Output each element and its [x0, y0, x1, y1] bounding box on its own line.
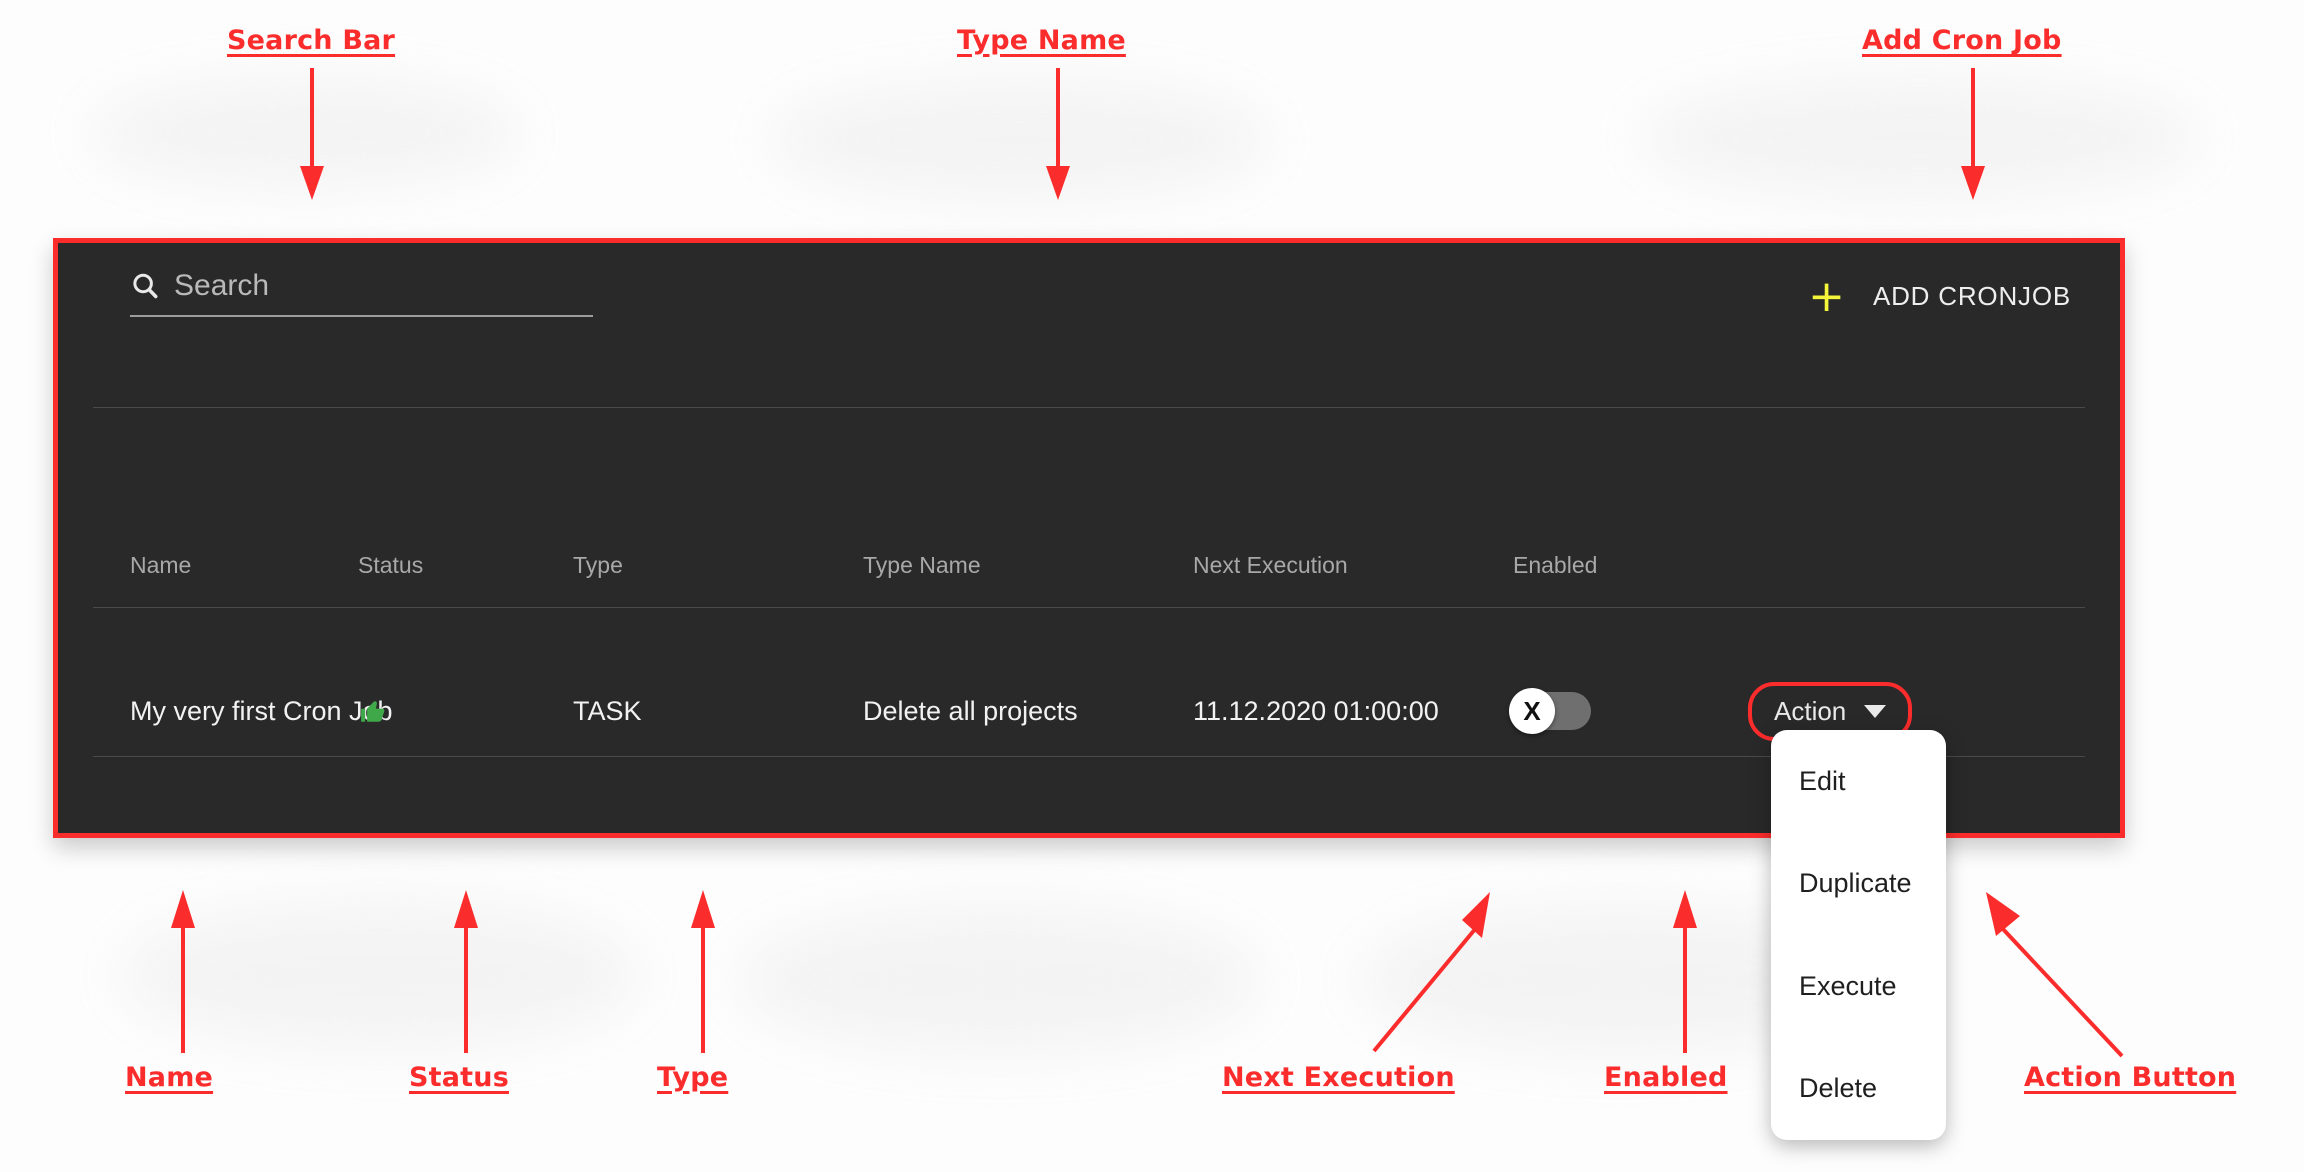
- column-header-label: Type Name: [863, 551, 981, 578]
- background-blob: [90, 78, 520, 188]
- annotation-arrow-type: [691, 890, 715, 1053]
- action-dropdown-menu[interactable]: Edit Duplicate Execute Delete: [1771, 730, 1946, 1140]
- column-header-type-name: Type Name: [863, 552, 1193, 579]
- column-header-label: Status: [358, 551, 424, 578]
- cell-enabled: X: [1509, 688, 1748, 734]
- annotation-label-next-execution: Next Execution: [1222, 1062, 1455, 1093]
- toggle-knob: X: [1509, 688, 1555, 734]
- annotation-arrow-enabled: [1673, 890, 1697, 1053]
- cronjob-next-execution: 11.12.2020 01:00:00: [1193, 695, 1439, 726]
- background-blob: [120, 900, 640, 1050]
- thumbs-up-icon: [361, 701, 385, 722]
- annotation-arrow-add-cronjob: [1961, 68, 1985, 200]
- cell-type: TASK: [573, 696, 863, 727]
- menu-item-label: Duplicate: [1799, 868, 1912, 899]
- annotation-arrow-type-name: [1046, 68, 1070, 200]
- annotation-label-status: Status: [409, 1062, 509, 1093]
- column-header-label: Enabled: [1513, 551, 1598, 578]
- column-header-enabled: Enabled: [1513, 552, 1748, 579]
- background-blob: [740, 905, 1260, 1055]
- menu-item-execute[interactable]: Execute: [1771, 935, 1946, 1038]
- search-placeholder: Search: [174, 269, 270, 302]
- table-header-row: Name Status Type Type Name Next Executio…: [58, 543, 2120, 587]
- toggle-knob-label: X: [1523, 695, 1541, 726]
- annotation-label-search-bar: Search Bar: [227, 25, 396, 56]
- annotation-label-type-name: Type Name: [957, 25, 1126, 56]
- chevron-down-icon: [1864, 704, 1887, 718]
- column-header-name: Name: [58, 552, 358, 579]
- annotation-arrow-name: [171, 890, 195, 1053]
- add-cronjob-button[interactable]: + ADD CRONJOB: [1794, 270, 2085, 322]
- table-row-divider: [93, 756, 2085, 757]
- table-row[interactable]: My very first Cron Job TASK Delete all p…: [58, 681, 2120, 741]
- menu-item-delete[interactable]: Delete: [1771, 1038, 1946, 1141]
- action-button-label: Action: [1774, 695, 1847, 726]
- menu-item-edit[interactable]: Edit: [1771, 730, 1946, 833]
- add-cronjob-label: ADD CRONJOB: [1872, 281, 2071, 311]
- background-blob: [1640, 78, 2200, 198]
- annotation-label-enabled: Enabled: [1604, 1062, 1728, 1093]
- column-header-label: Type: [573, 551, 623, 578]
- menu-item-label: Execute: [1799, 970, 1897, 1001]
- annotation-label-action-button: Action Button: [2024, 1062, 2237, 1093]
- annotation-arrow-action-button: [1986, 892, 2124, 1058]
- cell-name: My very first Cron Job: [58, 696, 393, 727]
- cronjob-type-name: Delete all projects: [863, 695, 1078, 726]
- annotation-label-type: Type: [657, 1062, 729, 1093]
- cell-status: [358, 696, 573, 726]
- annotation-label-name: Name: [125, 1062, 214, 1093]
- toolbar-divider: [93, 407, 2085, 408]
- column-header-label: Next Execution: [1193, 551, 1348, 578]
- plus-icon: +: [1808, 270, 1845, 322]
- menu-item-label: Edit: [1799, 765, 1846, 796]
- annotation-arrow-next-execution: [1372, 892, 1490, 1053]
- annotation-arrow-status: [454, 890, 478, 1053]
- column-header-status: Status: [358, 552, 573, 579]
- cell-next-execution: 11.12.2020 01:00:00: [1193, 696, 1513, 727]
- table-header-divider: [93, 607, 2085, 608]
- enabled-toggle[interactable]: X: [1509, 688, 1591, 734]
- column-header-label: Name: [130, 551, 192, 578]
- cell-type-name: Delete all projects: [863, 696, 1193, 727]
- background-blob: [770, 80, 1270, 200]
- menu-item-duplicate[interactable]: Duplicate: [1771, 833, 1946, 936]
- annotation-arrow-search-bar: [300, 68, 324, 200]
- column-header-type: Type: [573, 552, 863, 579]
- column-header-next-execution: Next Execution: [1193, 552, 1513, 579]
- cronjob-name: My very first Cron Job: [130, 695, 393, 726]
- cronjob-type: TASK: [573, 695, 642, 726]
- panel-toolbar: Search + ADD CRONJOB: [58, 243, 2120, 397]
- annotation-label-add-cronjob: Add Cron Job: [1862, 25, 2062, 56]
- search-input[interactable]: Search: [130, 271, 593, 317]
- menu-item-label: Delete: [1799, 1073, 1878, 1104]
- search-icon: [133, 273, 158, 299]
